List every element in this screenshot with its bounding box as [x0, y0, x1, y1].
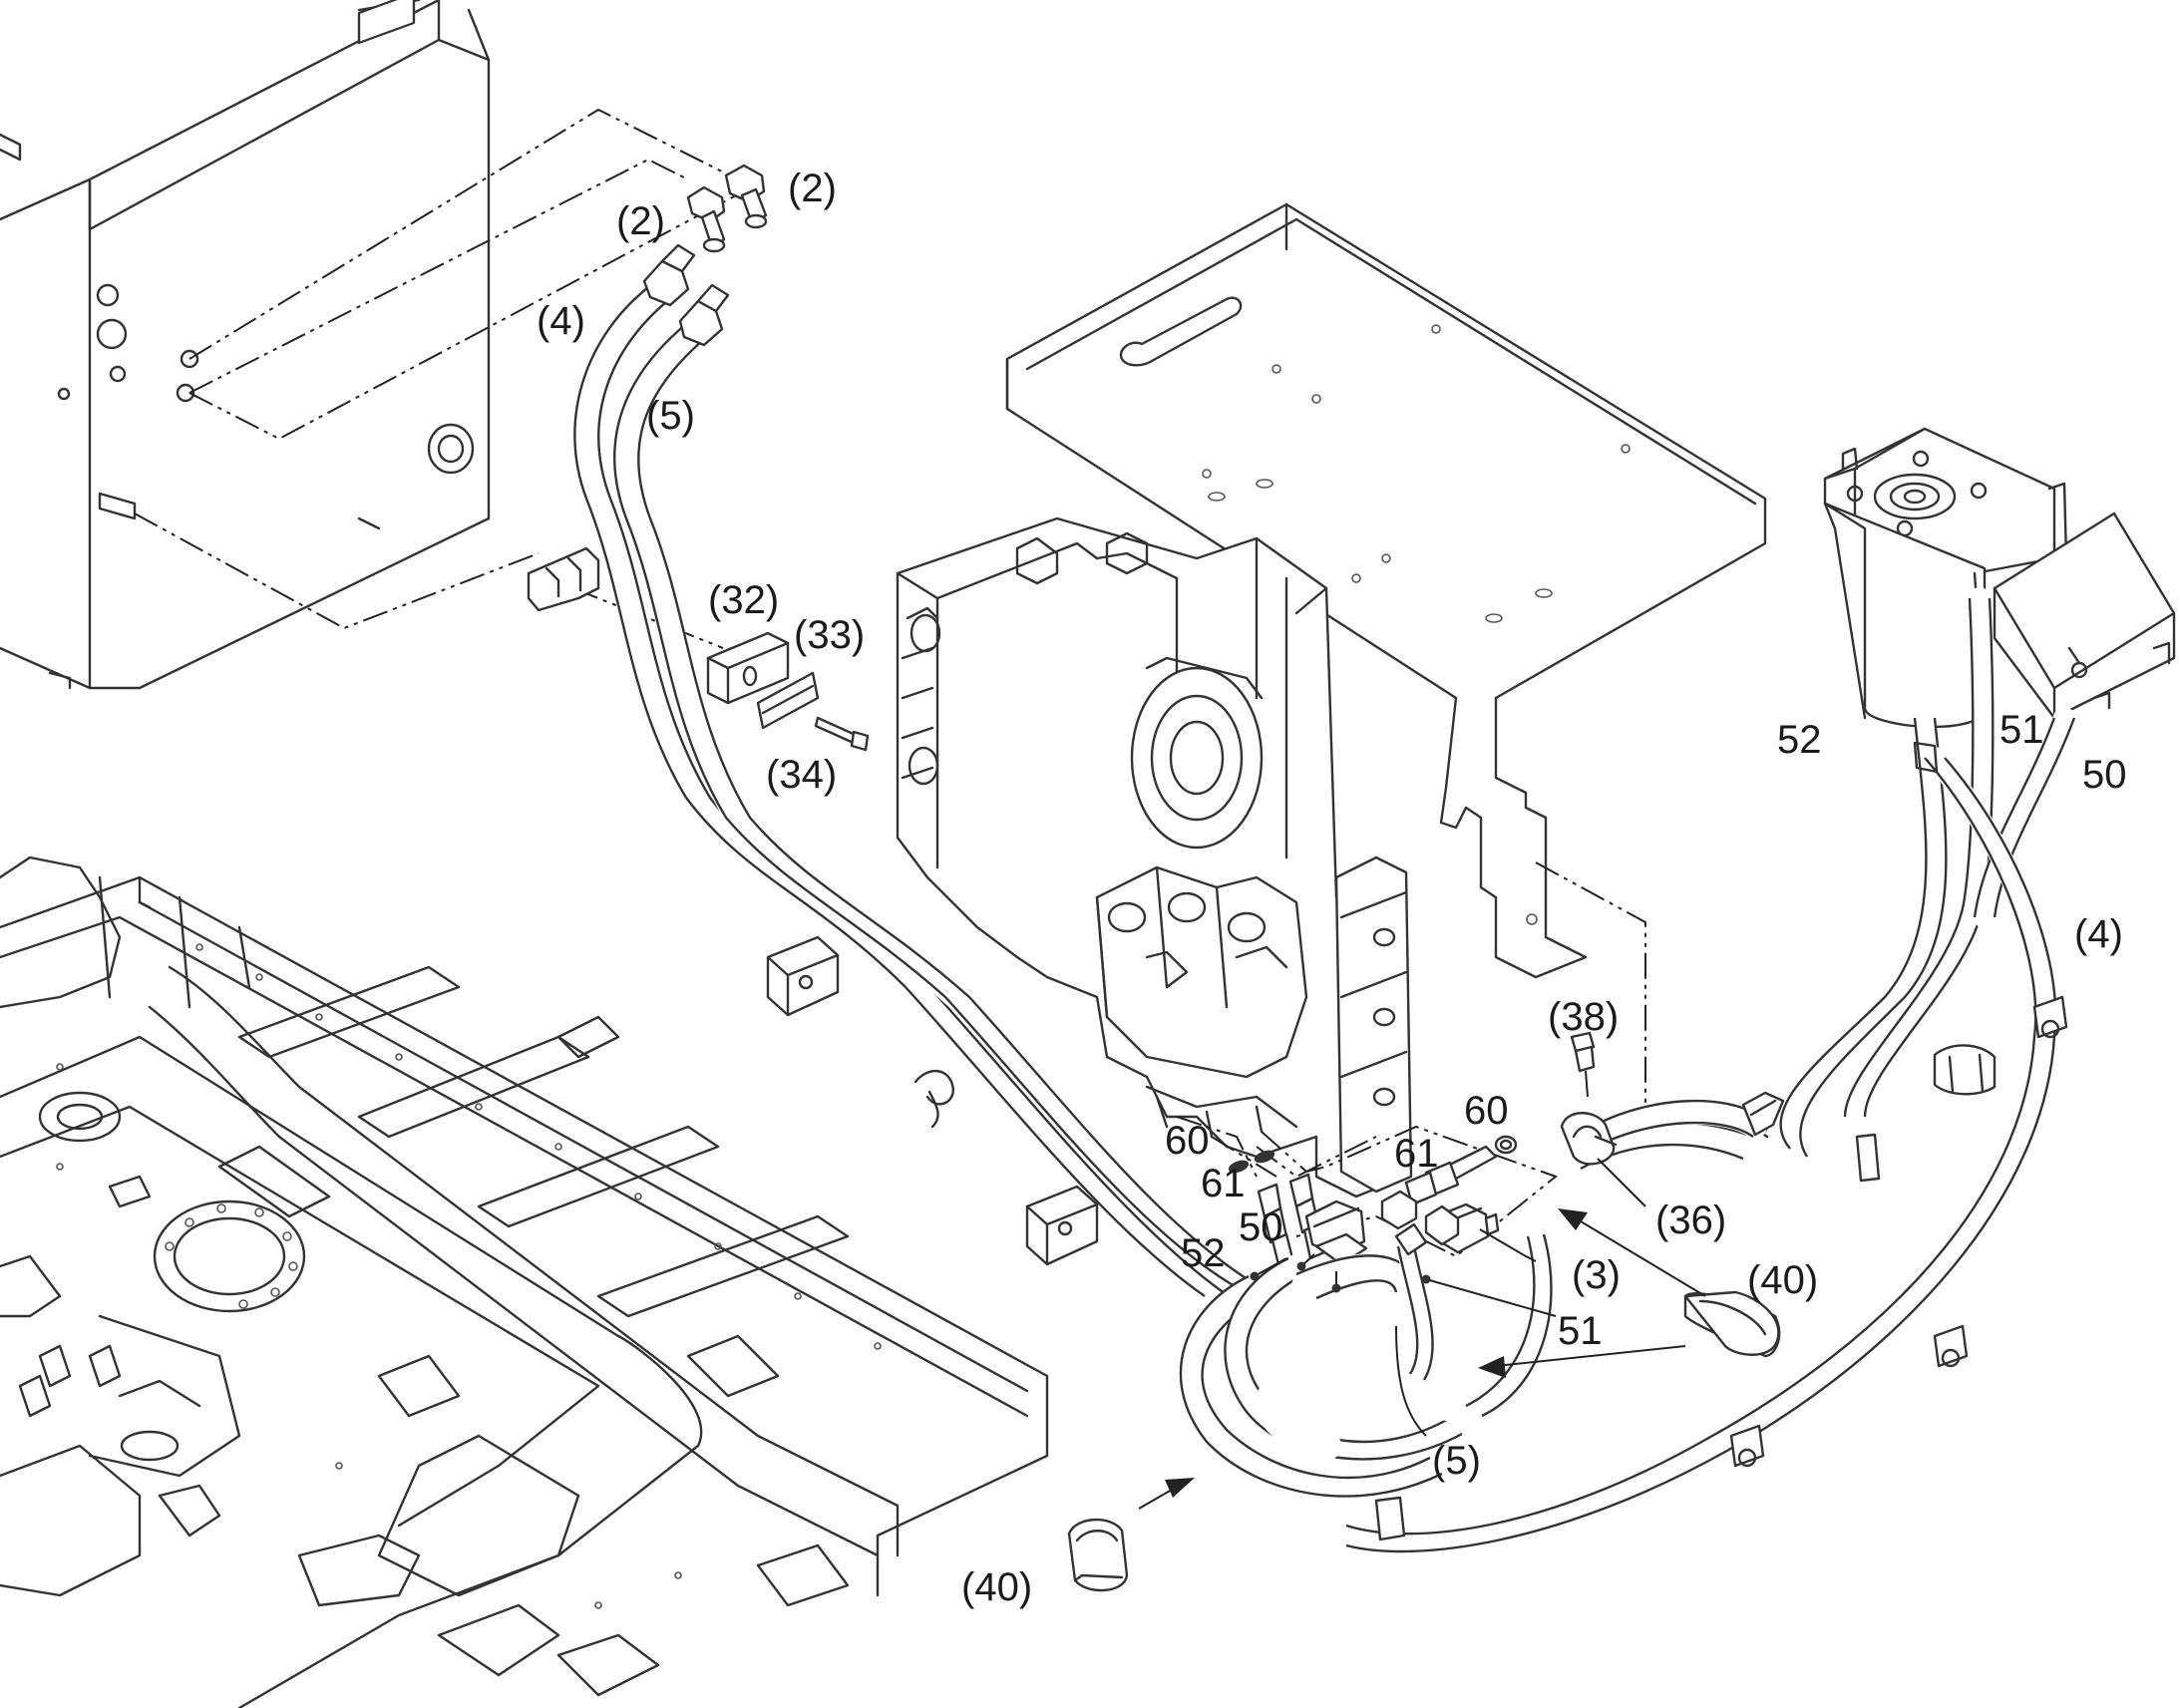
- fitting-elbow-a: [686, 185, 726, 253]
- label-32: (32): [708, 578, 779, 622]
- labels: (2) (2) (4) (5) (32) (33) (34) 52 51 50 …: [537, 167, 2127, 1609]
- label-36: (36): [1655, 1198, 1726, 1242]
- adapter-cluster: [1304, 1199, 1368, 1266]
- label-3: (3): [1572, 1253, 1621, 1297]
- label-61-left: 61: [1201, 1162, 1246, 1205]
- control-valve-block: [896, 516, 1413, 1198]
- arrows: [1138, 1208, 1706, 1510]
- label-34: (34): [766, 753, 837, 797]
- o-ring-60-left-a: [1228, 1160, 1250, 1174]
- filter-mount-box: [1993, 512, 2176, 720]
- label-61-right: 61: [1394, 1132, 1439, 1176]
- label-60-left: 60: [1165, 1119, 1210, 1163]
- label-5-bottom: (5): [1432, 1439, 1481, 1483]
- hose-pair-4-5: [573, 243, 1260, 1309]
- label-51-mid: 51: [1558, 1309, 1603, 1353]
- o-ring-60-right: [1494, 1135, 1518, 1155]
- label-40-right: (40): [1747, 1258, 1818, 1302]
- hose-clamp-pinch: [913, 1069, 954, 1129]
- tank-connection-lines: [134, 108, 739, 649]
- label-50-right: 50: [2082, 753, 2127, 797]
- protective-sleeve-40-bottom: [1067, 1518, 1129, 1592]
- leader-lines: [1250, 1070, 1646, 1437]
- filter-hoses: [1335, 587, 2076, 1554]
- label-52-mid: 52: [1181, 1231, 1226, 1275]
- label-52-right: 52: [1777, 718, 1822, 762]
- protective-sleeve-40-right: [1683, 1290, 1780, 1356]
- hose-section-36: [1564, 1091, 1785, 1200]
- label-4-top: (4): [537, 299, 585, 343]
- label-2-a: (2): [788, 167, 837, 210]
- label-40-bottom: (40): [961, 1565, 1032, 1609]
- hydraulic-tank: [0, 0, 491, 690]
- label-38: (38): [1548, 995, 1619, 1039]
- label-33: (33): [794, 613, 865, 657]
- hose-clamp-upper: [527, 546, 600, 612]
- bolt-38: [1570, 1031, 1596, 1073]
- p-clamp-36: [1560, 1112, 1618, 1166]
- plate-33: [756, 671, 820, 730]
- bolt-34: [814, 716, 870, 752]
- mounting-bracket-plate: [1005, 202, 1767, 979]
- hose-clamp-block-mid: [766, 935, 840, 1017]
- connector-nut-a: [1380, 1190, 1418, 1230]
- connector-61-right: [1404, 1145, 1498, 1206]
- label-2-b: (2): [616, 199, 665, 243]
- clamp-block-32: [706, 631, 790, 705]
- label-51-right: 51: [1999, 708, 2044, 752]
- label-50-mid: 50: [1239, 1205, 1283, 1249]
- hose-clamp-block-lower: [1025, 1185, 1099, 1266]
- label-60-right: 60: [1464, 1089, 1509, 1133]
- o-ring-60-left-b: [1254, 1150, 1275, 1164]
- label-4-right: (4): [2074, 912, 2123, 956]
- chassis-frame: [0, 855, 1049, 1708]
- label-5-top: (5): [646, 394, 695, 438]
- fitting-elbow-b: [724, 164, 768, 229]
